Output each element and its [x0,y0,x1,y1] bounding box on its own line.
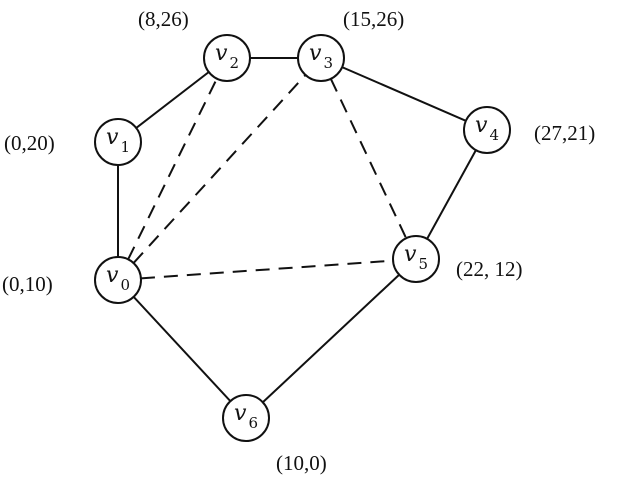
edge-v0-v2 [117,57,228,281]
node-circle [222,394,270,442]
coord-label-v1: (0,20) [4,131,55,155]
edge-v6-v0 [117,279,247,419]
edges-layer [117,57,488,419]
node-circle [94,118,142,166]
coord-label-v3: (15,26) [343,7,404,31]
coord-label-v6: (10,0) [276,451,327,475]
edge-v3-v5 [320,57,417,260]
node-circle [203,34,251,82]
coord-label-v2: (8,26) [138,7,189,31]
node-circle [392,235,440,283]
coordinate-labels-layer: (0,10) (0,20) (8,26) (15,26) (27,21) (22, 12)… [2,7,595,475]
node-circle [297,34,345,82]
coord-label-v0: (0,10) [2,272,53,296]
coord-label-v4: (27,21) [534,121,595,145]
edge-v3-v4 [320,57,488,131]
edge-v0-v5 [117,258,417,281]
node-circle [94,256,142,304]
edge-v0-v3 [117,57,322,281]
edge-v5-v6 [245,258,417,419]
edge-v4-v5 [415,129,488,260]
node-circle [463,106,511,154]
coord-label-v5: (22, 12) [456,257,523,281]
